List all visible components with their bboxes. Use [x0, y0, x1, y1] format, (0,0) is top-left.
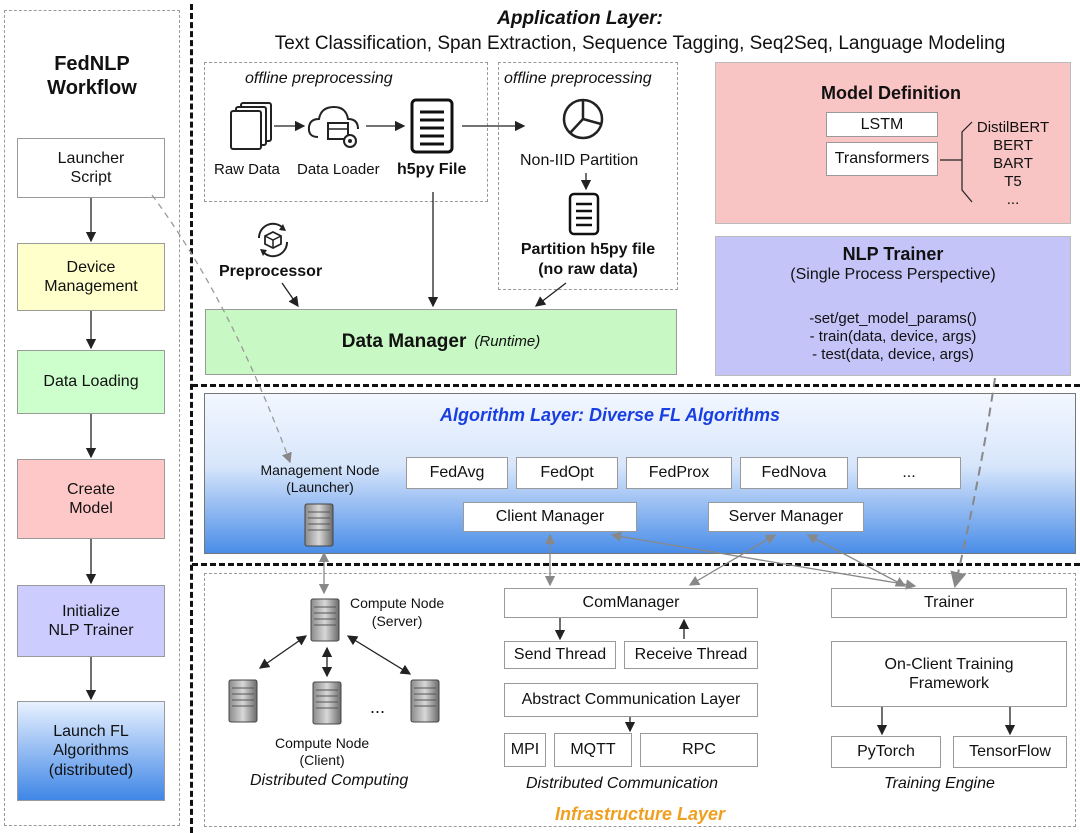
client-manager-box[interactable]: Client Manager: [463, 502, 637, 532]
offline-preprocessing-area-1: [204, 62, 488, 202]
application-layer-title: Application Layer:: [497, 8, 663, 29]
partition-file-icon: [567, 192, 601, 236]
compute-client-icon-middle: [310, 680, 346, 726]
pie-chart-icon: [560, 96, 606, 142]
com-manager-box[interactable]: ComManager: [504, 588, 758, 618]
nlp-trainer-title: NLP Trainer: [842, 244, 944, 264]
model-definition-title: Model Definition: [821, 83, 961, 103]
arrow-clientmanager-trainer: [610, 531, 917, 590]
arrow-servermanager-trainer: [806, 534, 907, 587]
raw-data-icon: [227, 101, 275, 151]
workflow-step-launch-fl-algorithms[interactable]: Launch FL Algorithms (distributed): [17, 701, 165, 801]
document-icon: [408, 98, 458, 156]
application-tasks: Text Classification, Span Extraction, Se…: [274, 33, 1006, 54]
abstract-communication-layer-box[interactable]: Abstract Communication Layer: [504, 683, 758, 717]
algorithm-layer-title: Algorithm Layer: Diverse FL Algorithms: [439, 405, 781, 425]
compute-server-icon: [308, 597, 344, 643]
offline-preprocessing-area-2: [498, 62, 678, 290]
workflow-step-launcher-script[interactable]: Launcher Script: [17, 138, 165, 198]
fedavg-box[interactable]: FedAvg: [406, 457, 508, 489]
workflow-title: FedNLP Workflow: [47, 53, 137, 99]
data-manager-box[interactable]: Data Manager (Runtime): [205, 309, 677, 375]
non-iid-partition-label: Non-IID Partition: [520, 152, 639, 169]
dashed-nlptrainer-trainer: [950, 377, 996, 588]
mqtt-box[interactable]: MQTT: [554, 733, 632, 767]
tensorflow-box[interactable]: TensorFlow: [953, 736, 1067, 768]
arrow-partition-datamanager: [534, 282, 567, 307]
fedopt-box[interactable]: FedOpt: [516, 457, 618, 489]
nlp-trainer-subtitle: (Single Process Perspective): [790, 266, 996, 283]
offline-preprocessing-label-1: offline preprocessing: [245, 70, 393, 87]
arrow-preprocessor-datamanager: [281, 282, 299, 308]
vertical-separator: [190, 4, 193, 833]
send-thread-box[interactable]: Send Thread: [504, 641, 616, 669]
h5py-file-label: h5py File: [397, 161, 467, 178]
more-algorithms-box[interactable]: ...: [857, 457, 961, 489]
server-manager-box[interactable]: Server Manager: [708, 502, 864, 532]
data-manager-runtime-label: (Runtime): [474, 333, 541, 350]
on-client-training-framework-box[interactable]: On-Client Training Framework: [831, 641, 1067, 707]
raw-data-label: Raw Data: [214, 161, 280, 178]
data-loader-label: Data Loader: [297, 161, 380, 178]
management-server-icon: [302, 502, 338, 548]
pytorch-box[interactable]: PyTorch: [831, 736, 941, 768]
compute-client-label: Compute Node (Client): [275, 735, 370, 768]
compute-server-label: Compute Node (Server): [350, 595, 445, 629]
model-bracket: [940, 121, 973, 203]
cloud-gear-icon: [306, 101, 366, 151]
management-node-label: Management Node (Launcher): [260, 462, 380, 495]
compute-client-icon-left: [226, 678, 262, 724]
dashed-launcher-management: [151, 194, 292, 464]
preprocessor-label: Preprocessor: [219, 263, 323, 280]
compute-client-icon-right: [408, 678, 444, 724]
infrastructure-layer-title: Infrastructure Layer: [554, 804, 726, 824]
arrow-server-client-right: [346, 635, 412, 675]
workflow-step-data-loading[interactable]: Data Loading: [17, 350, 165, 414]
nlp-trainer-panel[interactable]: [715, 236, 1071, 376]
separator-application-algorithm: [192, 384, 1080, 387]
workflow-step-initialize-nlp-trainer[interactable]: Initialize NLP Trainer: [17, 585, 165, 657]
mpi-box[interactable]: MPI: [504, 733, 546, 767]
transformers-box[interactable]: Transformers: [826, 142, 938, 176]
arrow-server-client-left: [258, 635, 308, 669]
model-list: DistilBERT BERT BART T5 ...: [976, 119, 1050, 208]
offline-preprocessing-label-2: offline preprocessing: [504, 70, 652, 87]
trainer-box[interactable]: Trainer: [831, 588, 1067, 618]
workflow-panel: [4, 10, 180, 826]
lstm-box[interactable]: LSTM: [826, 112, 938, 137]
compute-ellipsis: ...: [370, 697, 386, 717]
rpc-box[interactable]: RPC: [640, 733, 758, 767]
fedprox-box[interactable]: FedProx: [626, 457, 732, 489]
distributed-communication-label: Distributed Communication: [526, 775, 719, 792]
nlp-trainer-methods: -set/get_model_params() - train(data, de…: [809, 310, 977, 363]
training-engine-label: Training Engine: [884, 775, 995, 792]
workflow-step-device-management[interactable]: Device Management: [17, 243, 165, 311]
fednova-box[interactable]: FedNova: [740, 457, 848, 489]
data-manager-label: Data Manager: [341, 330, 467, 352]
partition-file-label: Partition h5py file (no raw data): [520, 241, 656, 278]
cube-cycle-icon: [253, 222, 293, 258]
workflow-step-create-model[interactable]: Create Model: [17, 459, 165, 539]
distributed-computing-label: Distributed Computing: [250, 772, 409, 789]
receive-thread-box[interactable]: Receive Thread: [624, 641, 758, 669]
